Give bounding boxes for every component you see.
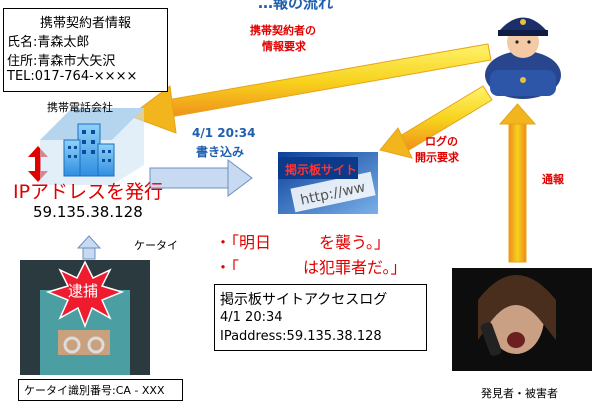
arrest-label: 逮捕: [68, 282, 99, 300]
building-illustration: [40, 108, 144, 185]
contract-address: 住所:青森市大矢沢: [7, 54, 116, 69]
access-log-ip: IPaddress:59.135.38.128: [220, 329, 382, 344]
access-log-title: 掲示板サイトアクセスログ: [220, 292, 388, 308]
post-time: 4/1 20:34: [192, 126, 256, 140]
arrest-photo: [20, 260, 150, 375]
request-log-line1: ログの: [425, 135, 458, 148]
device-id: ケータイ識別番号:CA - XXX: [24, 384, 165, 397]
contract-info-title: 携帯契約者情報: [39, 16, 131, 31]
report-arrow: [498, 103, 537, 263]
request-log-arrow: [379, 85, 493, 159]
carrier-label: 携帯電話会社: [47, 101, 113, 114]
post-line-2: ・「 は犯罪者だ。」: [215, 258, 407, 277]
access-log-box: 掲示板サイトアクセスログ 4/1 20:34 IPaddress:59.135.…: [214, 284, 427, 351]
device-id-box: ケータイ識別番号:CA - XXX: [18, 379, 183, 401]
header-partial: …報の流れ: [258, 0, 334, 12]
report-label: 通報: [542, 173, 564, 186]
post-action: 書き込み: [196, 145, 245, 159]
request-contract-line1: 携帯契約者の: [250, 24, 316, 37]
contract-tel: TEL:017-764-××××: [7, 69, 138, 84]
police-illustration: [485, 17, 561, 99]
ip-issue-label: IPアドレスを発行: [13, 181, 164, 203]
request-log-line2: 開示要求: [415, 151, 459, 164]
keitai-label: ケータイ: [134, 239, 178, 252]
contract-info-box: 携帯契約者情報 氏名:青森太郎 住所:青森市大矢沢 TEL:017-764-××…: [3, 8, 168, 92]
reporter-photo: [452, 268, 592, 371]
bbs-screen: [278, 152, 378, 214]
ip-lookup-arrow: [76, 235, 102, 260]
request-contract-arrow: [128, 43, 492, 134]
request-contract-line2: 情報要求: [262, 40, 306, 53]
post-arrow: [149, 159, 253, 197]
bbs-label: 掲示板サイト: [285, 163, 358, 177]
reporter-label: 発見者・被害者: [481, 387, 558, 400]
ip-address: 59.135.38.128: [33, 203, 143, 221]
contract-name: 氏名:青森太郎: [7, 35, 90, 50]
access-log-time: 4/1 20:34: [220, 310, 283, 325]
post-line-1: ・「明日 を襲う。」: [215, 233, 391, 252]
